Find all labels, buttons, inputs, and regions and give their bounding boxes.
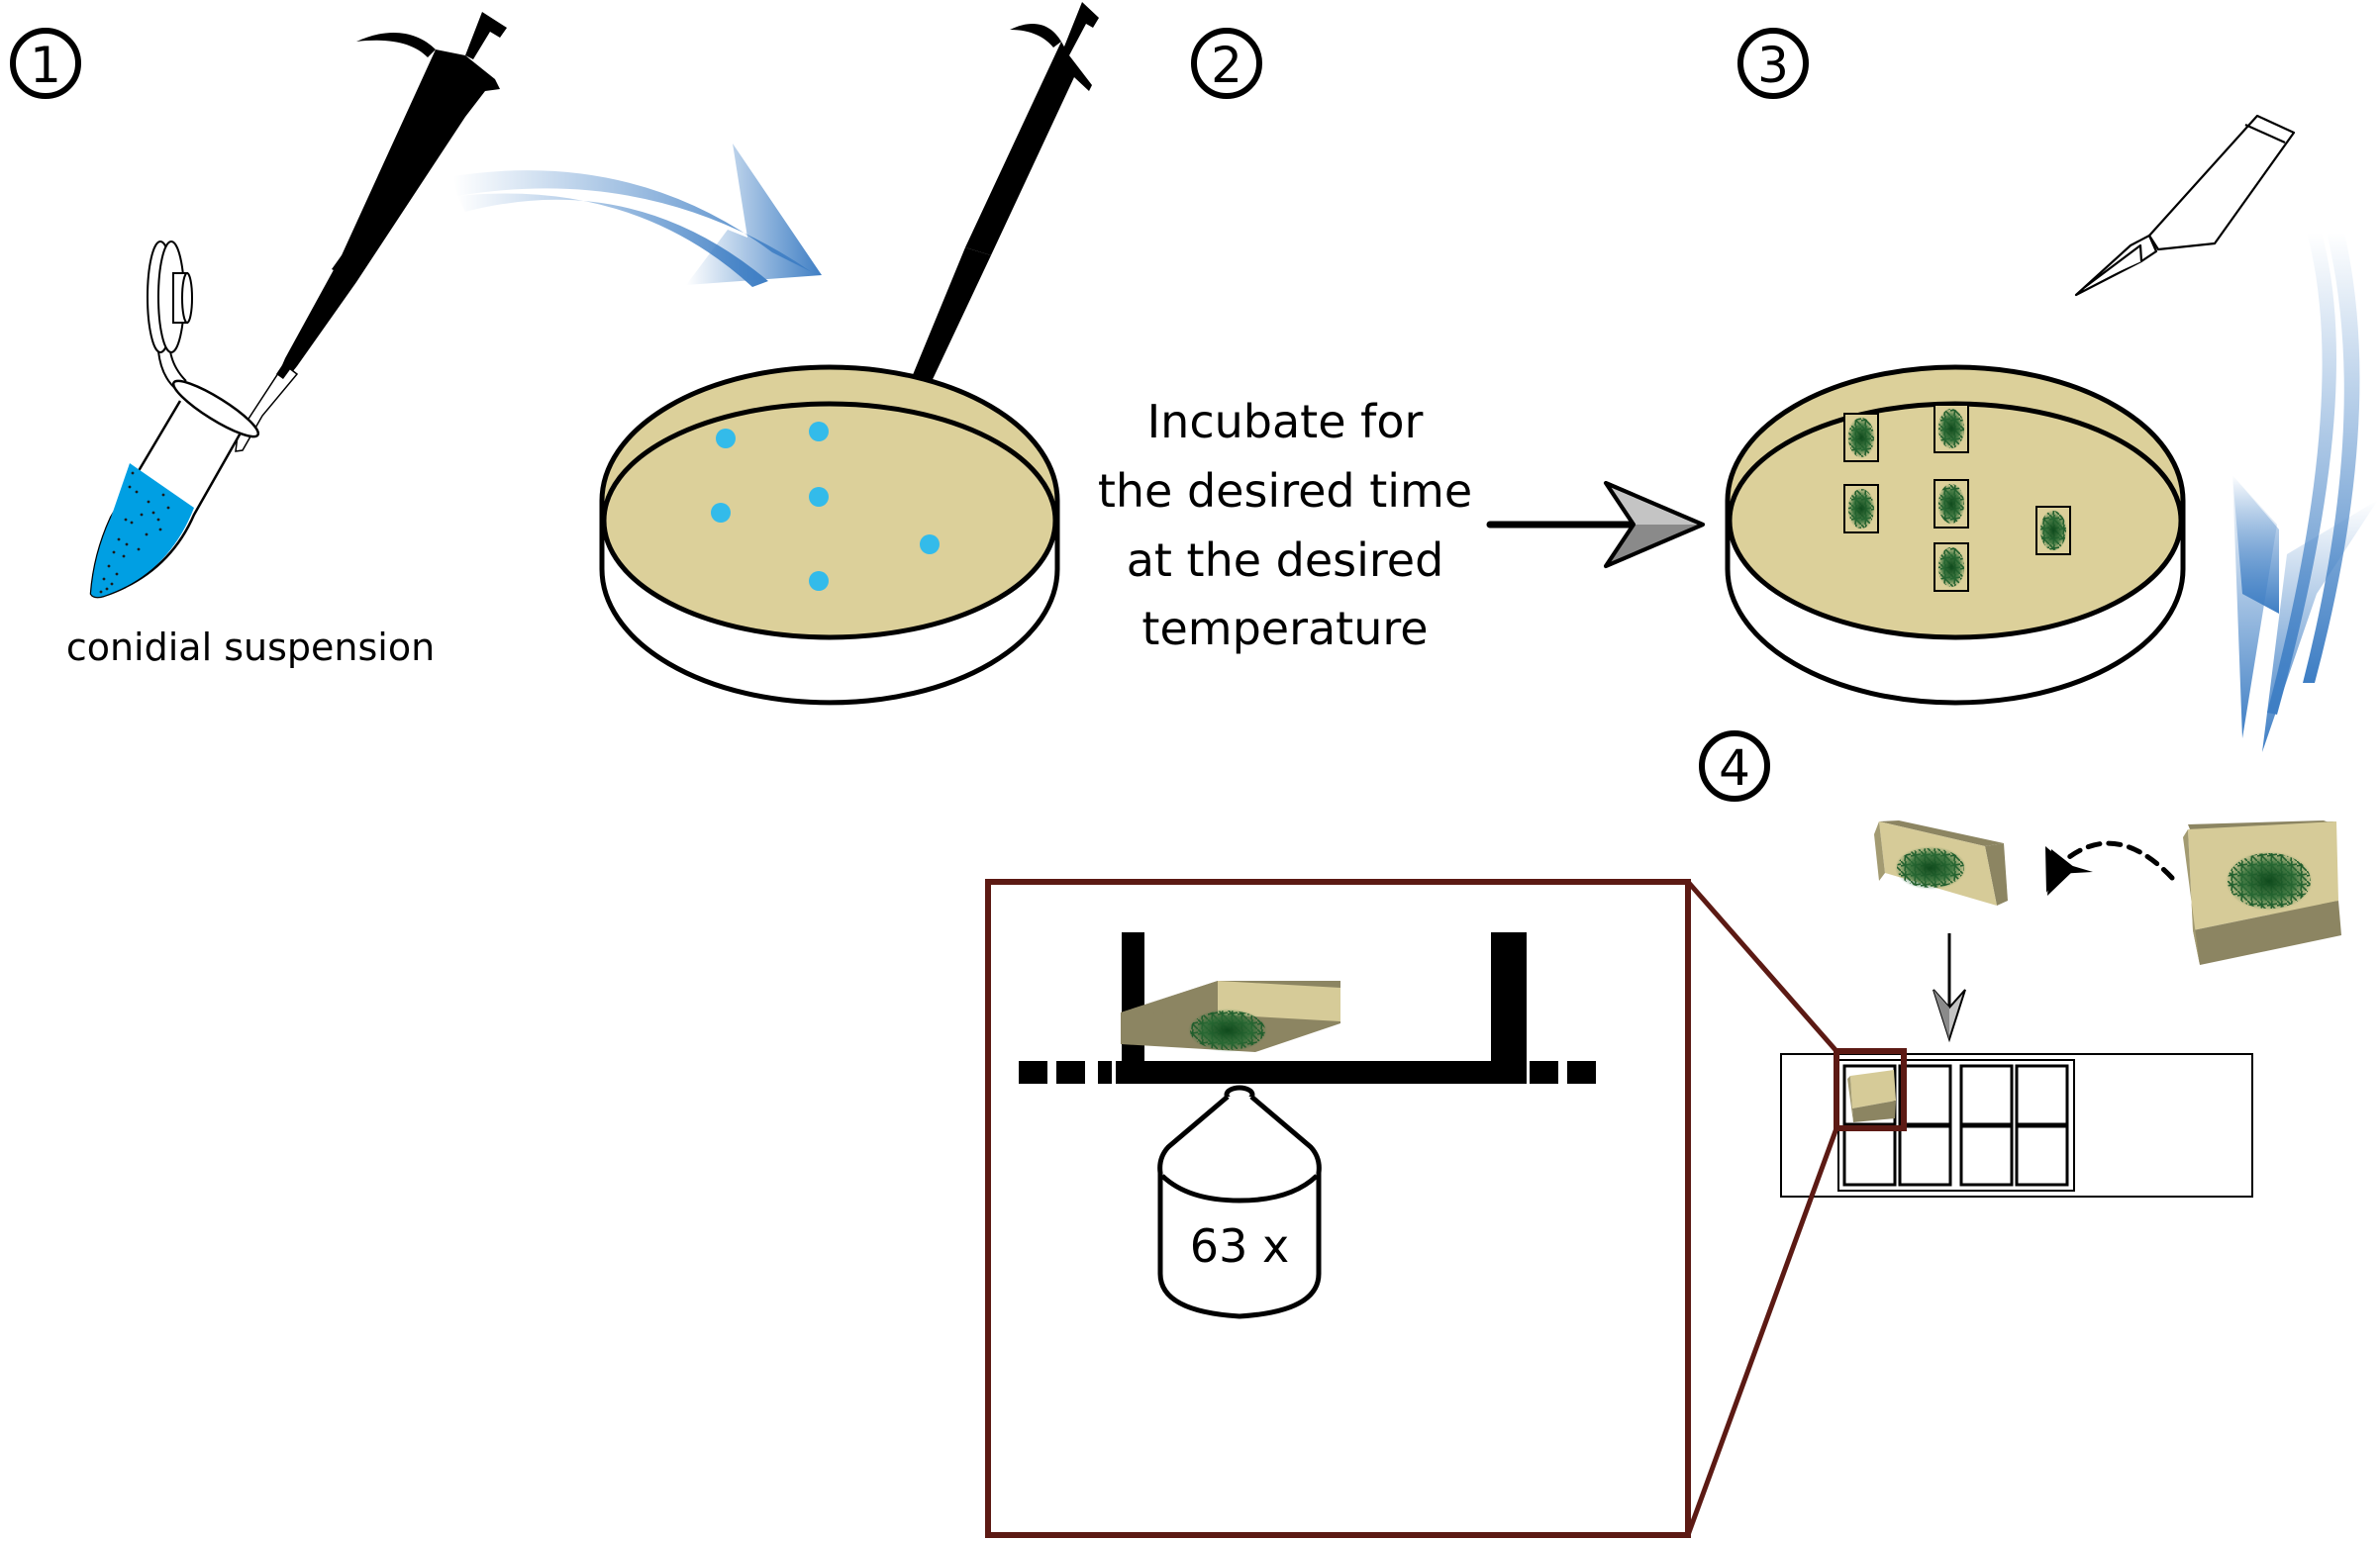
step-3-badge: 3	[1737, 28, 1809, 99]
colony-block	[1934, 404, 1969, 453]
incubate-line-4: temperature	[1141, 602, 1428, 655]
chamber-well	[1898, 1064, 1952, 1126]
chamber-well	[2015, 1124, 2069, 1187]
spot	[716, 429, 736, 448]
pipette-1-icon	[235, 12, 507, 452]
step-3-number: 3	[1757, 37, 1789, 94]
step-1-number: 1	[30, 37, 61, 94]
flow-arrow-1-to-2	[453, 144, 822, 287]
chamber-well	[1898, 1124, 1952, 1187]
step-2-number: 2	[1211, 37, 1242, 94]
zoom-connector-top	[1686, 880, 1838, 1053]
colony-blocks	[1843, 404, 2071, 592]
colony-block	[1843, 484, 1879, 533]
step-4-number: 4	[1719, 739, 1750, 797]
chamber-well	[1842, 1124, 1897, 1187]
spot	[809, 487, 829, 507]
incubate-line-1: Incubate for	[1147, 395, 1424, 448]
zoom-region-marker	[1834, 1048, 1907, 1131]
step-1-badge: 1	[10, 28, 81, 99]
flow-arrow-3-to-4	[2232, 233, 2378, 752]
spot	[809, 571, 829, 591]
colony-block	[2035, 506, 2071, 555]
colony-block	[1934, 479, 1969, 529]
zoom-connector-bottom	[1685, 1127, 1839, 1536]
microscope-inset: 63 x	[985, 879, 1691, 1538]
conidia-dots	[99, 471, 170, 594]
flip-arrow	[2045, 840, 2175, 896]
incubation-instruction: Incubate for the desired time at the des…	[1098, 395, 1472, 655]
chamber-well	[2015, 1064, 2069, 1126]
tube-label: conidial suspension	[66, 626, 435, 669]
objective-magnification: 63 x	[1190, 1219, 1289, 1273]
incubate-line-3: at the desired	[1127, 533, 1444, 587]
spot	[711, 503, 731, 523]
agar-block-flipped	[1874, 820, 2008, 906]
agar-block-excised	[2183, 820, 2341, 965]
incubation-arrow	[1486, 481, 1705, 568]
conidia-spots	[711, 422, 940, 591]
transfer-arrow	[1933, 933, 1966, 1043]
colony-block	[1934, 542, 1969, 592]
colony-block	[1843, 413, 1879, 462]
spot	[809, 422, 829, 441]
petri-dish-inoculated	[599, 364, 1060, 706]
agar-block-in-well	[1847, 1070, 1896, 1122]
microcentrifuge-tube-icon	[89, 241, 260, 599]
petri-dish-colonies	[1725, 364, 2186, 706]
spot	[920, 534, 940, 554]
step-2-badge: 2	[1191, 28, 1262, 99]
scalpel-icon	[2074, 114, 2296, 297]
chamber-slide	[1780, 1048, 2253, 1198]
step-4-badge: 4	[1699, 730, 1770, 802]
incubate-line-2: the desired time	[1098, 464, 1472, 518]
chamber-well	[1959, 1124, 2014, 1187]
chamber-well	[1959, 1064, 2014, 1126]
